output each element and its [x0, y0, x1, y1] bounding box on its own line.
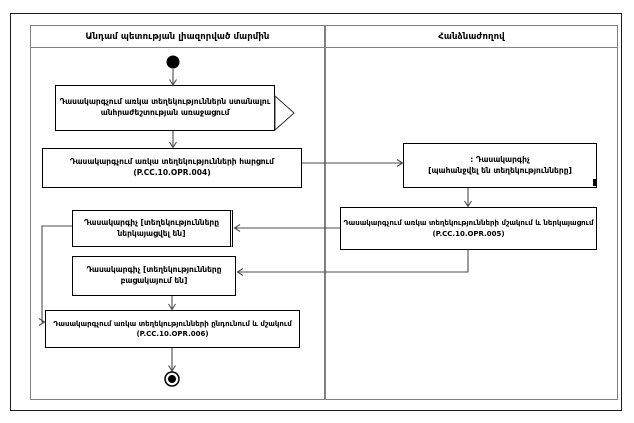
action-need-line1: Դասակարգչում առկա տեղեկություններն ստանա… — [59, 97, 271, 107]
object-classifier-requested-line1: : Դասակարգիչ — [470, 154, 530, 164]
object-edge-tick — [593, 179, 597, 186]
object-classifier-presented: Դասակարգիչ [տեղեկությունները ներկայացվել… — [72, 210, 233, 247]
action-need-arises: Դասակարգչում առկա տեղեկություններն ստանա… — [55, 85, 275, 131]
swimlanes: Անդամ պետության լիազորված մարմին Հանձնաժ… — [30, 25, 618, 400]
lane-title-left: Անդամ պետության լիազորված մարմին — [85, 31, 270, 42]
action-process-line2: (P.CC.10.OPR.005) — [432, 229, 505, 238]
object-classifier-absent-line2: բացակայում են] — [120, 276, 188, 285]
lane-body-commission — [325, 48, 618, 400]
lane-header-commission: Հանձնաժողով — [325, 25, 618, 48]
action-receive-process-006: Դասակարգչում առկա տեղեկությունների ընդու… — [45, 310, 300, 348]
action-receive-line2: (P.CC.10.OPR.006) — [136, 330, 209, 338]
object-classifier-requested: : Դասակարգիչ [պահանջվել են տեղեկությունն… — [403, 143, 597, 188]
action-request-line2: (P.CC.10.OPR.004) — [133, 168, 211, 177]
lane-body-authorized-body — [30, 48, 325, 400]
object-classifier-presented-line1: Դասակարգիչ [տեղեկությունները — [83, 217, 220, 227]
object-classifier-absent-line1: Դասակարգիչ [տեղեկությունները — [86, 265, 222, 275]
lane-title-right: Հանձնաժողով — [438, 31, 505, 42]
action-process-line1: Դասակարգչում առկա տեղեկությունների մշակո… — [343, 219, 594, 228]
lane-header-authorized-body: Անդամ պետության լիազորված մարմին — [30, 25, 325, 48]
action-request-004: Դասակարգչում առկա տեղեկությունների հարցո… — [42, 148, 302, 188]
object-classifier-absent: Դասակարգիչ [տեղեկությունները բացակայում … — [72, 256, 236, 296]
action-receive-line1: Դասակարգչում առկա տեղեկությունների ընդու… — [53, 319, 292, 328]
action-request-line1: Դասակարգչում առկա տեղեկությունների հարցո… — [70, 157, 274, 167]
object-classifier-requested-line2: [պահանջվել են տեղեկությունները] — [428, 165, 572, 175]
action-need-line2: անհրաժեշտության առաջացում — [100, 108, 230, 117]
action-process-present-005: Դասակարգչում առկա տեղեկությունների մշակո… — [340, 207, 597, 250]
object-classifier-presented-line2: ներկայացվել են] — [117, 228, 186, 238]
